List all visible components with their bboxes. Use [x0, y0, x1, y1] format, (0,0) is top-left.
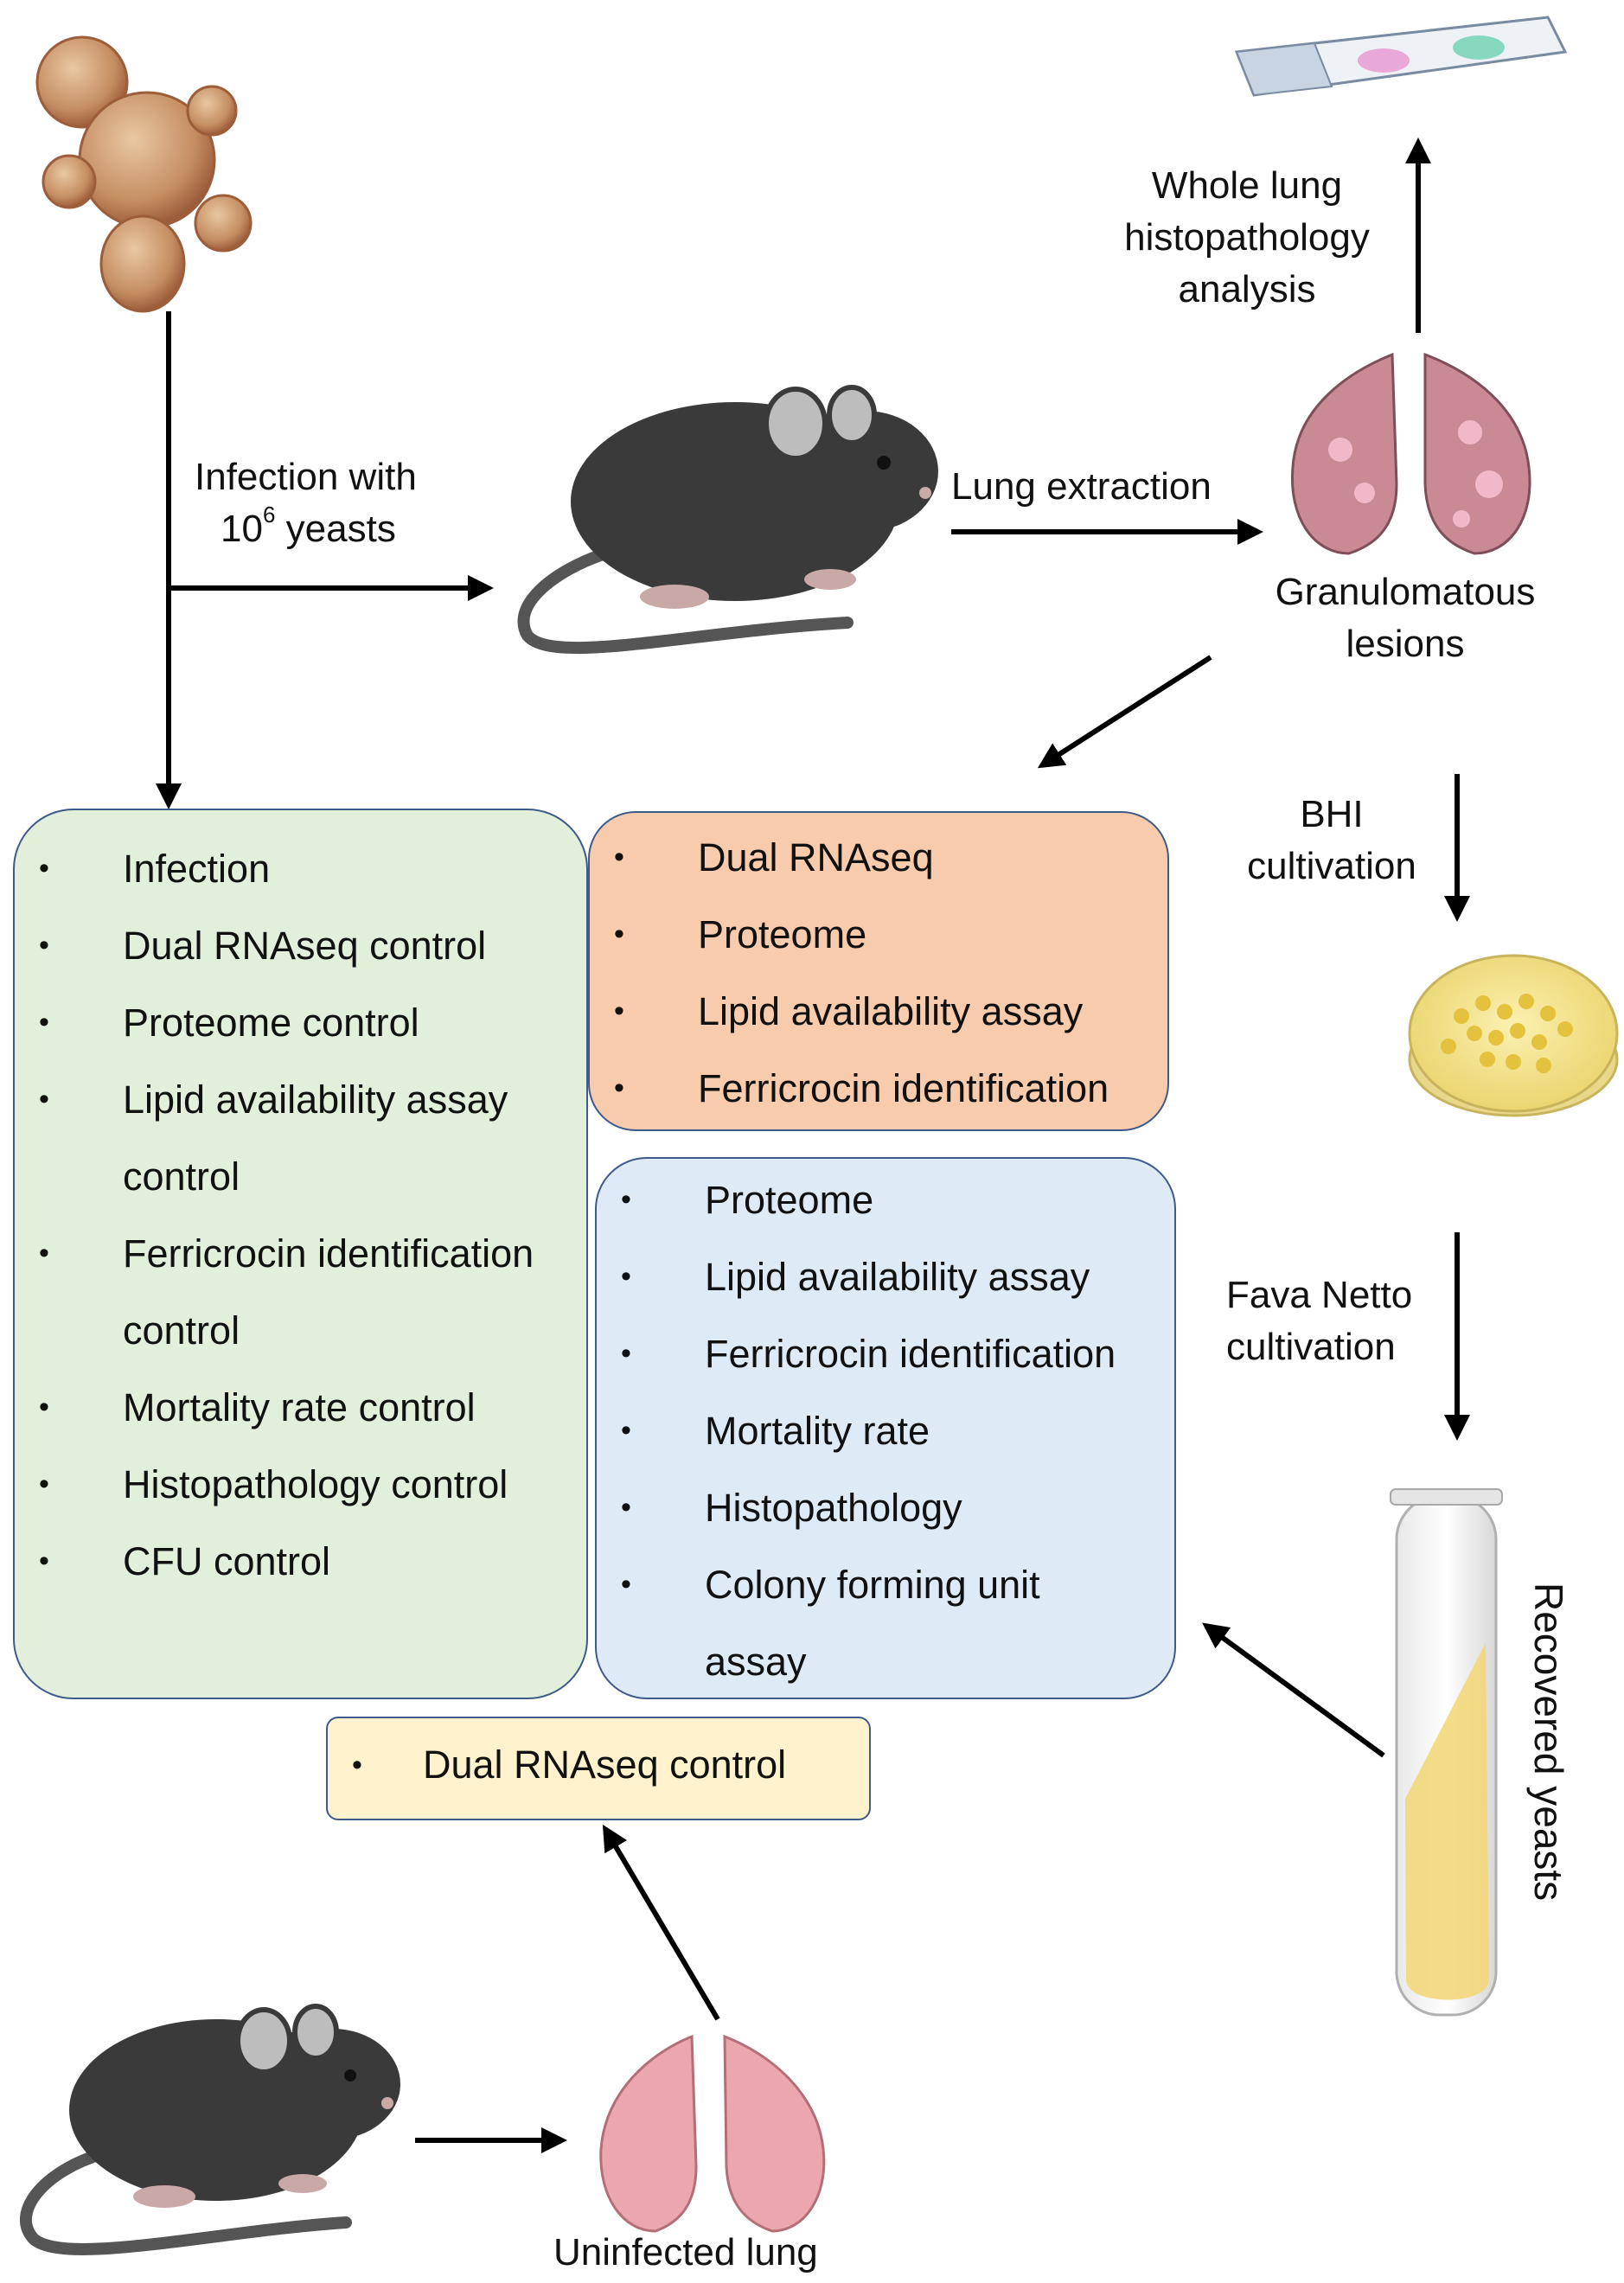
granulomatous-label-line1: Granulomatous: [1275, 571, 1536, 613]
mouse-icon: [517, 385, 938, 655]
list-item: Colony forming unit: [597, 1546, 1174, 1623]
uninfected-lung-label: Uninfected lung: [553, 2231, 818, 2273]
list-item: Histopathology control: [15, 1446, 586, 1523]
infection-label-line1: Infection with: [195, 456, 417, 498]
list-item: Mortality rate: [597, 1392, 1174, 1469]
mouse-icon: [19, 2004, 400, 2255]
microscope-slide-icon: [1234, 16, 1568, 97]
arrow-lung-to-yellow-box: [602, 1824, 720, 2021]
lesion-analysis-list: Dual RNAseqProteomeLipid availability as…: [590, 819, 1167, 1127]
infection-dose-base: 10: [221, 508, 263, 550]
fava-label-line1: Fava Netto: [1226, 1274, 1413, 1316]
list-item: Histopathology: [597, 1469, 1174, 1546]
uninfected-control-box: Dual RNAseq control: [326, 1717, 871, 1820]
list-item: Dual RNAseq control: [15, 907, 586, 984]
granulomatous-label: Granulomatous lesions: [1254, 566, 1557, 670]
list-item: control: [123, 1154, 240, 1199]
yeast-cluster-icon: [35, 35, 253, 313]
control-group-box: InfectionDual RNAseq controlProteome con…: [13, 809, 588, 1699]
lesion-analysis-box: Dual RNAseqProteomeLipid availability as…: [588, 811, 1169, 1131]
list-item: assay: [705, 1640, 807, 1684]
list-item: Mortality rate control: [15, 1369, 586, 1446]
granulomatous-label-line2: lesions: [1346, 623, 1465, 665]
list-item: Infection: [15, 830, 586, 907]
uninfected-lung-icon: [599, 2034, 826, 2233]
list-item: Lipid availability assay: [15, 1061, 586, 1138]
histopathology-label: Whole lung histopathology analysis: [1109, 160, 1385, 316]
list-item: Ferricrocin identification: [590, 1050, 1167, 1127]
infection-label: Infection with 106 yeasts: [195, 451, 417, 555]
bhi-cultivation-label: BHI cultivation: [1232, 789, 1431, 892]
fava-label-line2: cultivation: [1226, 1326, 1396, 1368]
infection-label-line2: 106 yeasts: [195, 503, 417, 555]
histopathology-label-line3: analysis: [1178, 268, 1316, 310]
list-item: Lipid availability assay: [590, 973, 1167, 1050]
lung-extraction-label: Lung extraction: [951, 465, 1212, 508]
list-item: Proteome: [590, 896, 1167, 973]
bhi-label-line2: cultivation: [1247, 845, 1416, 887]
list-item: Dual RNAseq control: [328, 1730, 869, 1800]
flow-arrows: [156, 137, 1470, 2153]
list-item: Ferricrocin identification: [597, 1315, 1174, 1392]
recovered-yeast-analysis-box: ProteomeLipid availability assayFerricro…: [595, 1157, 1176, 1699]
arrow-lung-to-orange-box: [1037, 655, 1212, 769]
list-item: control: [123, 1308, 240, 1353]
list-item: Proteome control: [15, 984, 586, 1061]
infection-dose-tail: yeasts: [275, 508, 396, 550]
list-item: Proteome: [597, 1161, 1174, 1238]
list-item: Dual RNAseq: [590, 819, 1167, 896]
uninfected-control-list: Dual RNAseq control: [328, 1730, 869, 1800]
infection-dose-exponent: 6: [262, 502, 276, 528]
histopathology-label-line1: Whole lung: [1151, 164, 1343, 207]
fava-netto-label: Fava Netto cultivation: [1226, 1269, 1412, 1373]
list-item: Lipid availability assay: [597, 1238, 1174, 1315]
infected-lung-icon: [1290, 352, 1531, 555]
petri-dish-icon: [1408, 954, 1619, 1117]
list-item: Ferricrocin identification: [15, 1215, 586, 1292]
list-item: CFU control: [15, 1523, 586, 1600]
histopathology-label-line2: histopathology: [1124, 216, 1370, 259]
control-group-list: InfectionDual RNAseq controlProteome con…: [15, 830, 586, 1600]
recovered-yeasts-label: Recovered yeasts: [1526, 1583, 1571, 1902]
test-tube-icon: [1390, 1488, 1503, 2017]
arrow-tube-to-blue-box: [1202, 1622, 1385, 1758]
bhi-label-line1: BHI: [1300, 793, 1364, 835]
recovered-yeast-analysis-list: ProteomeLipid availability assayFerricro…: [597, 1161, 1174, 1700]
